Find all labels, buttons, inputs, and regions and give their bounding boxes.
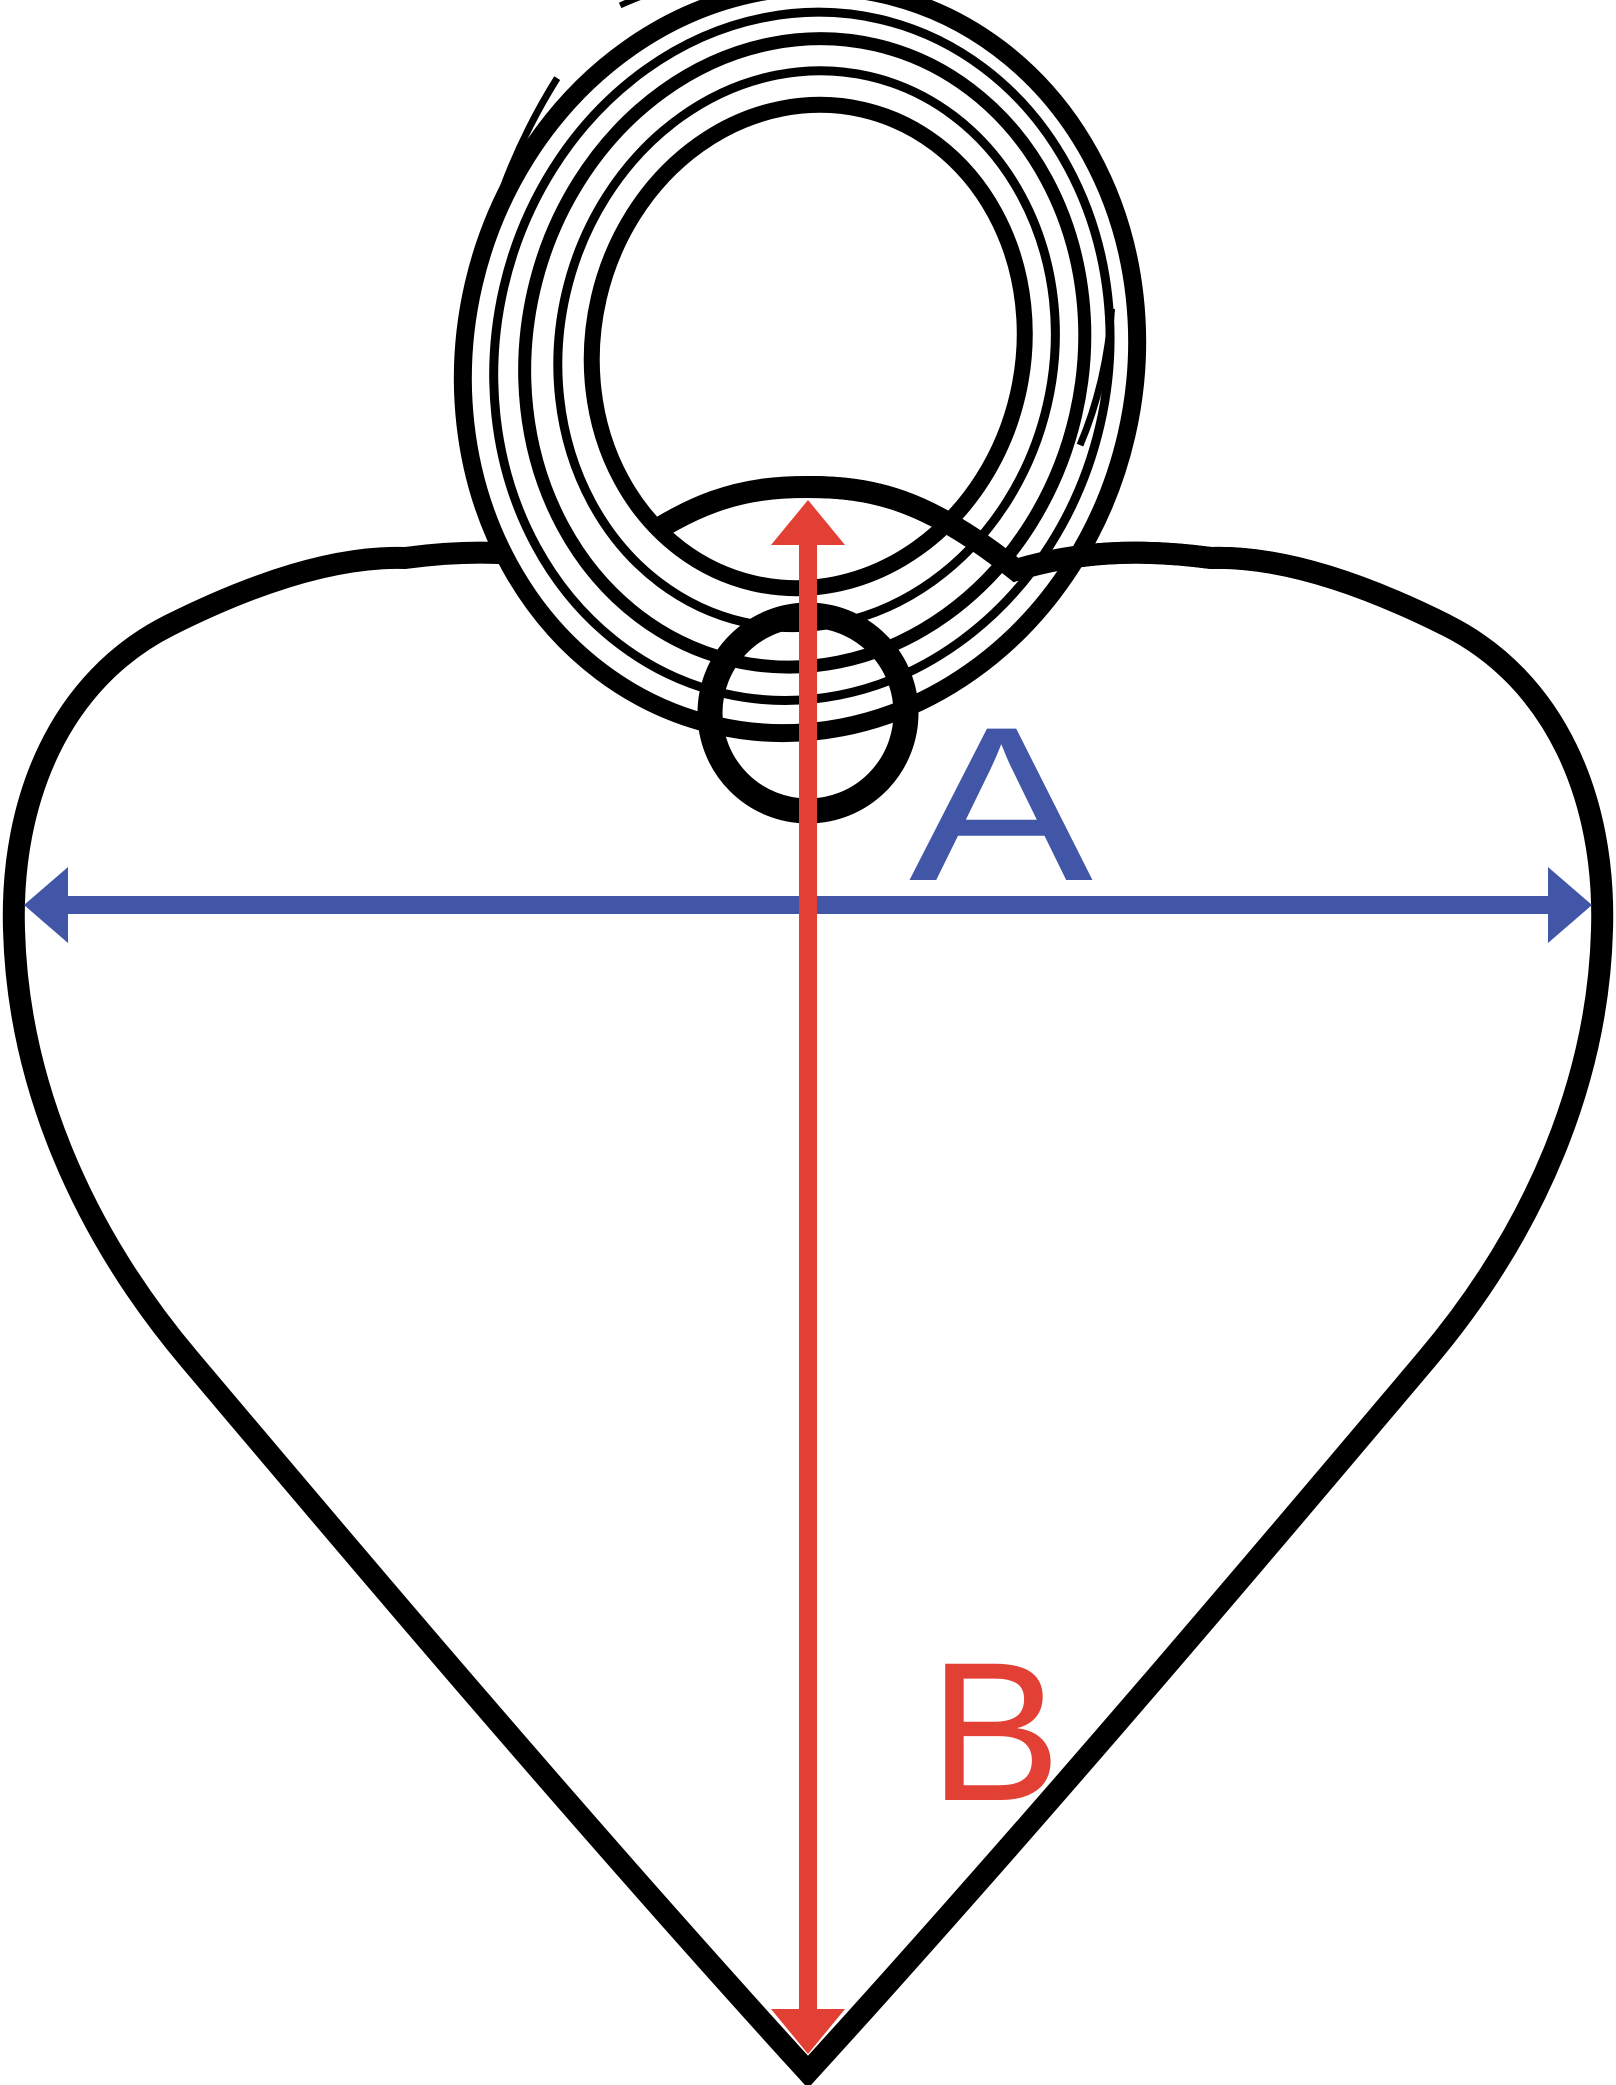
height-arrow <box>771 500 845 2054</box>
ring-wire-line3 <box>518 32 1092 674</box>
dimension-a-label: A <box>909 681 1093 927</box>
height-arrow-shaft <box>799 544 817 2009</box>
ring-whisker-right <box>1076 308 1116 447</box>
ring-wire-inner <box>583 96 1033 597</box>
heart-outline-front-segment <box>807 476 1451 635</box>
width-arrow-left-head <box>24 867 68 943</box>
ring-whisker-left <box>460 76 561 427</box>
width-arrow-right-head <box>1548 867 1592 943</box>
dimension-b-label: B <box>929 1621 1061 1842</box>
height-arrow-bottom-head <box>771 2009 845 2054</box>
height-arrow-top-head <box>771 500 845 545</box>
ring-wire-line2 <box>489 7 1115 705</box>
ring-wire-line4 <box>553 66 1060 633</box>
